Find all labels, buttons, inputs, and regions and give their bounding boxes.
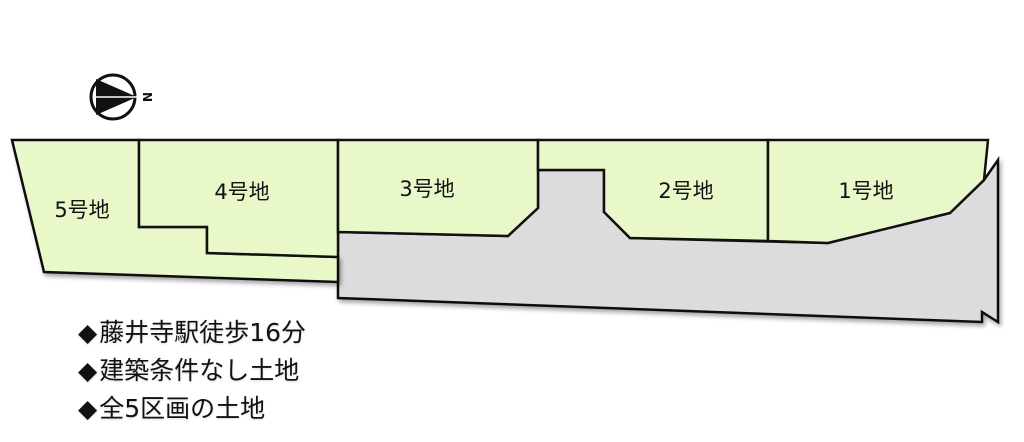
note-text: 全5区画の土地 xyxy=(99,394,266,423)
north-letter: N xyxy=(140,92,154,102)
diamond-bullet-icon: ◆ xyxy=(78,356,98,385)
plot-1-label: 1号地 xyxy=(838,179,893,203)
plot-4-label: 4号地 xyxy=(214,180,269,204)
diamond-bullet-icon: ◆ xyxy=(78,394,98,423)
note-station: ◆藤井寺駅徒歩16分 xyxy=(78,314,306,352)
note-building-condition: ◆建築条件なし土地 xyxy=(78,352,306,390)
plot-3-area[interactable] xyxy=(336,138,540,238)
note-text: 藤井寺駅徒歩16分 xyxy=(99,318,307,347)
plot-2-label: 2号地 xyxy=(658,179,713,203)
diamond-bullet-icon: ◆ xyxy=(78,318,98,347)
plot-3-label: 3号地 xyxy=(399,177,454,201)
plot-5-label: 5号地 xyxy=(54,198,109,222)
note-text: 建築条件なし土地 xyxy=(99,356,300,385)
property-notes: ◆藤井寺駅徒歩16分 ◆建築条件なし土地 ◆全5区画の土地 xyxy=(78,314,306,428)
north-arrow-icon: N xyxy=(89,73,154,121)
plot-1-area[interactable] xyxy=(766,138,990,245)
note-plot-count: ◆全5区画の土地 xyxy=(78,390,306,428)
